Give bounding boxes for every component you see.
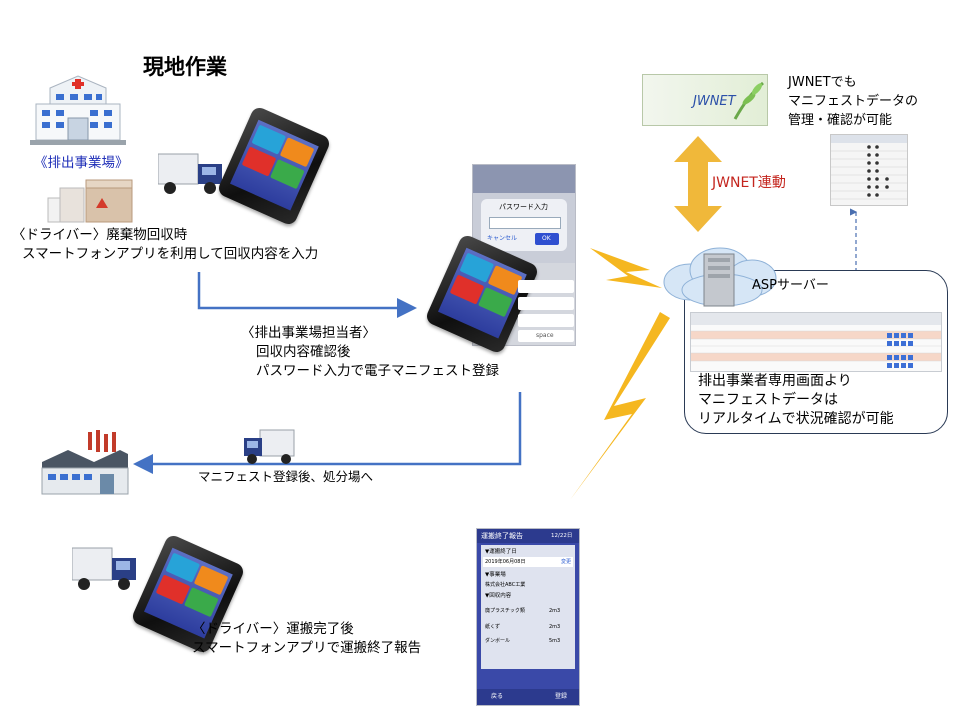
jwnet-manifest-table — [830, 134, 908, 206]
truck-icon — [158, 150, 224, 196]
jwnet-logo: JWNET — [642, 74, 768, 126]
report-date-edit[interactable]: 変更 — [561, 559, 572, 565]
dialog-cancel-button[interactable]: キャンセル — [487, 235, 518, 242]
report-item-qty: 2m3 — [549, 608, 561, 614]
report-section-items: ▼回収内容 — [485, 593, 512, 599]
driver-complete-line2: スマートフォンアプリで運搬終了報告 — [192, 640, 422, 656]
truck-icon — [242, 428, 296, 466]
asp-note-line3: リアルタイムで状況確認が可能 — [698, 411, 894, 427]
site-staff-line1: 〈排出事業場担当者〉 — [241, 325, 376, 341]
to-disposal-text: マニフェスト登録後、処分場へ — [198, 469, 374, 484]
site-staff-line2: 回収内容確認後 — [256, 344, 351, 360]
cloud-server-icon — [660, 240, 780, 310]
report-item-name: 紙くず — [485, 624, 501, 630]
jwnet-note-line1: JWNETでも — [788, 75, 857, 90]
asp-note-line1: 排出事業者専用画面より — [698, 373, 852, 389]
jwnet-logo-text: JWNET — [693, 94, 736, 109]
report-item-name: 廃プラスチック類 — [485, 608, 525, 614]
password-dialog-title: パスワード入力 — [499, 203, 548, 211]
report-submit-button[interactable]: 登録 — [555, 693, 568, 700]
report-item-name: ダンボール — [485, 638, 511, 644]
jwnet-link-label: JWNET連動 — [712, 175, 786, 191]
report-section-site: ▼事業場 — [485, 572, 506, 578]
jwnet-note-line2: マニフェストデータの — [788, 94, 919, 109]
report-back-button[interactable]: 戻る — [491, 693, 504, 700]
asp-server-label: ASPサーバー — [752, 278, 829, 293]
report-header: 運搬終了報告 — [481, 532, 523, 540]
report-site-value: 株式会社ABC工業 — [485, 582, 526, 588]
report-header-right: 12/22日 — [551, 533, 573, 539]
factory-icon — [38, 428, 130, 500]
lightning-icon — [590, 248, 662, 288]
asp-note-line2: マニフェストデータは — [698, 392, 838, 408]
page-title: 現地作業 — [143, 55, 227, 79]
site-label: 《排出事業場》 — [34, 155, 129, 171]
driver-collect-line1: 〈ドライバー〉廃棄物回収時 — [12, 227, 188, 243]
site-staff-line3: パスワード入力で電子マニフェスト登録 — [256, 363, 499, 379]
driver-complete-line1: 〈ドライバー〉運搬完了後 — [192, 621, 354, 637]
driver-collect-line2: スマートフォンアプリを利用して回収内容を入力 — [22, 246, 319, 262]
arrow-site-to-disposal — [133, 392, 522, 474]
keyboard-space-key[interactable]: space — [536, 332, 554, 339]
arrow-collect-to-site — [197, 272, 417, 318]
waste-boxes-icon — [46, 178, 136, 224]
report-date-value: 2019年06月08日 — [485, 559, 526, 565]
jwnet-double-arrow — [674, 136, 722, 232]
hospital-icon — [30, 74, 126, 146]
report-item-qty: 2m3 — [549, 624, 561, 630]
truck-icon — [72, 544, 138, 594]
keyboard: space — [518, 280, 574, 342]
jwnet-note-line3: 管理・確認が可能 — [788, 113, 893, 128]
report-screen: 運搬終了報告 12/22日 ▼運搬終了日 2019年06月08日 変更 ▼事業場… — [476, 528, 580, 706]
report-section-date: ▼運搬終了日 — [485, 549, 517, 555]
lightning-icon — [570, 312, 670, 500]
dialog-ok-button[interactable]: OK — [542, 235, 551, 242]
report-item-qty: 5m3 — [549, 638, 561, 644]
asp-manifest-table — [690, 312, 942, 372]
